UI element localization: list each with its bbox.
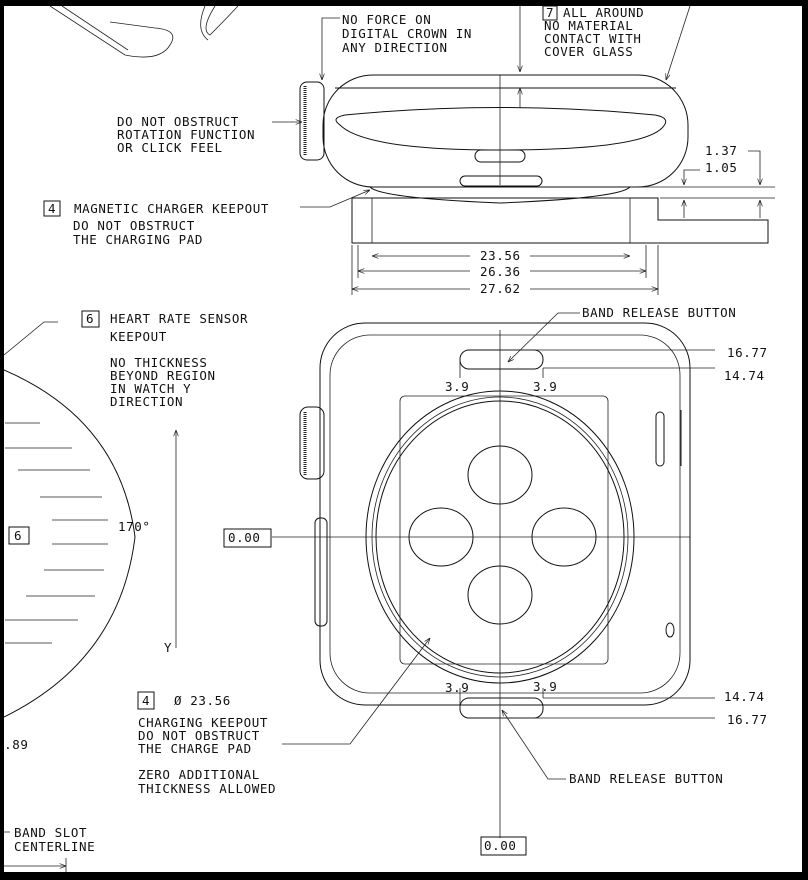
dim-1-05: 1.05: [705, 160, 738, 175]
charging-diameter: Ø 23.56: [174, 693, 231, 708]
charging-note-line: ZERO ADDITIONAL: [138, 767, 260, 782]
datum-vertical: 0.00: [484, 838, 517, 853]
partial-dim: 3.89: [4, 737, 29, 752]
dim-3-9-top-right: 3.9: [533, 379, 557, 394]
datum-horizontal: 0.00: [228, 530, 261, 545]
charging-pad-section: [351, 197, 769, 244]
watch-back-view: [4, 312, 715, 872]
dim-27-62: 27.62: [480, 281, 521, 296]
rotation-note-line: DO NOT OBSTRUCT: [117, 114, 239, 129]
hr-ref-2: 6: [14, 528, 22, 543]
charger-note-line: THE CHARGING PAD: [73, 232, 203, 247]
dim-14-74-top: 14.74: [724, 368, 765, 383]
charger-note-line: DO NOT OBSTRUCT: [73, 218, 195, 233]
y-axis-label: Y: [164, 640, 172, 655]
charger-note-title: MAGNETIC CHARGER KEEPOUT: [74, 201, 269, 216]
dim-3-9-bottom-right: 3.9: [533, 679, 557, 694]
band-release-label-top: BAND RELEASE BUTTON: [582, 305, 736, 320]
glass-note-title: ALL AROUND: [563, 6, 644, 20]
hr-note-title: HEART RATE SENSOR: [110, 311, 248, 326]
hr-ref: 6: [86, 311, 94, 326]
charging-note-line: THICKNESS ALLOWED: [138, 781, 276, 796]
dim-3-9-bottom-left: 3.9: [445, 680, 469, 695]
glass-note-line: NO MATERIAL: [544, 18, 633, 33]
dim-1-37: 1.37: [705, 143, 738, 158]
charging-ref: 4: [142, 693, 150, 708]
band-slot-label: CENTERLINE: [14, 839, 95, 854]
dim-23-56: 23.56: [480, 248, 521, 263]
glass-note-line: COVER GLASS: [544, 44, 633, 59]
dim-3-9-top-left: 3.9: [445, 379, 469, 394]
glass-note-line: CONTACT WITH: [544, 31, 642, 46]
crown-note-line: ANY DIRECTION: [342, 40, 448, 55]
dim-16-77-top: 16.77: [727, 345, 768, 360]
dim-16-77-bottom: 16.77: [727, 712, 768, 727]
partial-watch-view: [49, 6, 239, 58]
band-release-label-bottom: BAND RELEASE BUTTON: [569, 771, 723, 786]
sheet-background: [4, 6, 802, 872]
angle-label: 170°: [118, 519, 151, 534]
dim-26-36: 26.36: [480, 264, 521, 279]
band-slot-label: BAND SLOT: [14, 825, 87, 840]
charging-note-line: DO NOT OBSTRUCT: [138, 728, 260, 743]
hr-note-line: DIRECTION: [110, 394, 183, 409]
charging-note-line: THE CHARGE PAD: [138, 741, 252, 756]
hr-note-line: NO THICKNESS: [110, 355, 208, 370]
side-view: [272, 6, 775, 295]
rotation-note-line: OR CLICK FEEL: [117, 140, 223, 155]
heart-rate-keepout-view: [4, 321, 176, 718]
side-button: [314, 517, 328, 627]
crown-note-line: DIGITAL CROWN IN: [342, 26, 472, 41]
hr-note-line: IN WATCH Y: [110, 381, 191, 396]
crown-note-line: NO FORCE ON: [342, 12, 431, 27]
digital-crown-back: [299, 406, 325, 480]
watch-case-back: [319, 322, 691, 706]
watch-body-side: [322, 74, 689, 188]
technical-drawing: NO FORCE ON DIGITAL CROWN IN ANY DIRECTI…: [4, 6, 802, 872]
charger-ref: 4: [48, 201, 56, 216]
hr-note-line: BEYOND REGION: [110, 368, 216, 383]
hr-note-line: KEEPOUT: [110, 329, 167, 344]
charging-note-line: CHARGING KEEPOUT: [138, 715, 268, 730]
rotation-note-line: ROTATION FUNCTION: [117, 127, 255, 142]
glass-ref: 7: [546, 6, 554, 20]
dim-14-74-bottom: 14.74: [724, 689, 765, 704]
